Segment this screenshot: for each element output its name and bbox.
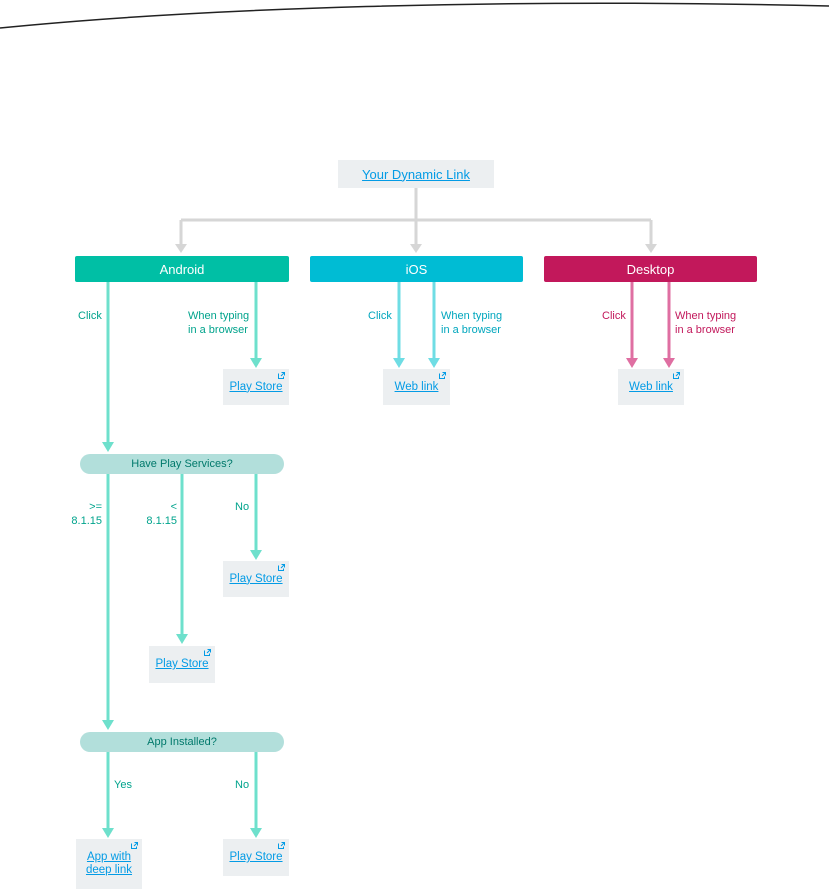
external-link-icon: [439, 372, 446, 379]
arrow-head: [102, 828, 114, 838]
edge-label-gte-line2: 8.1.15: [71, 515, 102, 527]
arrow-head: [176, 634, 188, 644]
arrow-head: [393, 358, 405, 368]
arrow-head: [250, 828, 262, 838]
play-store-link[interactable]: Play Store: [155, 658, 209, 670]
edge-label-typing-line2: in a browser: [441, 324, 501, 336]
edge-label-lt-line2: 8.1.15: [146, 515, 177, 527]
arrow-head: [410, 244, 422, 253]
play-store-link[interactable]: Play Store: [229, 380, 283, 393]
play-store-link[interactable]: Play Store: [229, 851, 283, 863]
decision-play-services: Have Play Services?: [80, 454, 284, 474]
external-link-icon: [673, 372, 680, 379]
platform-android: Android: [75, 256, 289, 282]
edge-label-typing-line1: When typing: [441, 310, 503, 322]
edge-label-click: Click: [368, 310, 392, 322]
root-dynamic-link-node: Your Dynamic Link: [338, 160, 494, 188]
edge-label-typing-line1: When typing: [675, 310, 737, 322]
decision-app-installed: App Installed?: [80, 732, 284, 752]
edge-label-click: Click: [602, 310, 626, 322]
external-link-icon: [278, 564, 285, 571]
destination-play-store: Play Store: [223, 839, 289, 876]
web-link[interactable]: Web link: [629, 380, 673, 393]
external-link-icon: [204, 649, 211, 656]
web-link[interactable]: Web link: [394, 380, 439, 393]
edge-label-yes: Yes: [114, 779, 132, 791]
app-deep-link-line2: deep link: [85, 864, 133, 876]
dynamic-link[interactable]: Your Dynamic Link: [362, 166, 470, 182]
edge-label-no: No: [235, 779, 250, 791]
arrow-head: [663, 358, 675, 368]
app-deep-link-line1: App with: [86, 851, 132, 863]
destination-app-deep-link: App with deep link: [76, 839, 142, 889]
root-connectors: [179, 188, 653, 247]
platform-ios: iOS: [310, 256, 523, 282]
edge-label-click: Click: [78, 310, 102, 322]
android-connectors: [106, 282, 258, 830]
desktop-connectors: [630, 282, 671, 360]
edge-label-typing-line2: in a browser: [188, 324, 248, 336]
destination-play-store: Play Store: [223, 369, 289, 405]
play-store-link[interactable]: Play Store: [229, 572, 283, 585]
arrow-head: [175, 244, 187, 253]
edge-label-typing: When typing in a browser: [441, 309, 502, 337]
arrow-head: [626, 358, 638, 368]
edge-label-typing-line2: in a browser: [675, 324, 735, 336]
destination-play-store: Play Store: [223, 561, 289, 597]
destination-web-link: Web link: [618, 369, 684, 405]
edge-label-typing-line1: When typing: [188, 310, 250, 322]
arrow-head: [428, 358, 440, 368]
arrow-head: [645, 244, 657, 253]
external-link-icon: [278, 372, 285, 379]
edge-label-typing: When typing in a browser: [188, 309, 249, 337]
edge-label-gte: >= 8.1.15: [62, 500, 102, 528]
arrow-head: [250, 550, 262, 560]
edge-label-typing: When typing in a browser: [675, 309, 736, 337]
ios-connectors: [397, 282, 436, 360]
external-link-icon: [278, 842, 285, 849]
platform-desktop: Desktop: [544, 256, 757, 282]
destination-play-store: Play Store: [149, 646, 215, 683]
top-curve-line: [0, 2, 829, 29]
edge-label-lt: < 8.1.15: [137, 500, 177, 528]
edge-label-no: No: [235, 501, 250, 513]
edge-label-lt-line1: <: [170, 501, 177, 513]
destination-web-link: Web link: [383, 369, 450, 405]
edge-label-gte-line1: >=: [89, 501, 102, 513]
arrow-head: [250, 358, 262, 368]
arrow-head: [102, 442, 114, 452]
external-link-icon: [131, 842, 138, 849]
arrow-head: [102, 720, 114, 730]
app-deep-link[interactable]: App with deep link: [86, 851, 132, 877]
